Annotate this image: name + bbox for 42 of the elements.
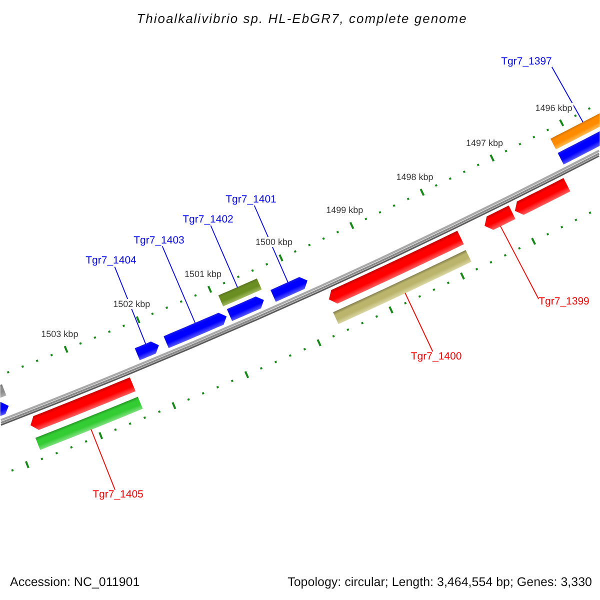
gene-bar xyxy=(218,278,262,306)
footer-text: Topology: circular; Length: 3,464,554 bp; Genes: 3,330 xyxy=(288,575,592,589)
gene-block xyxy=(328,230,464,304)
leader-line xyxy=(210,225,238,288)
gene-block xyxy=(226,296,264,322)
gene-block xyxy=(484,206,516,230)
scale-label: 1497 kbp xyxy=(464,138,504,148)
gene-bar xyxy=(550,113,600,150)
scale-label: 1498 kbp xyxy=(395,172,434,182)
leader-line xyxy=(500,226,540,300)
scale-label: 1496 kbp xyxy=(534,102,574,113)
gene-bar xyxy=(558,131,600,165)
gene-block xyxy=(134,342,159,360)
gene-label: Tgr7_1405 xyxy=(92,490,144,501)
scale-label: 1500 kbp xyxy=(254,237,294,248)
gene-label: Tgr7_1402 xyxy=(182,214,234,226)
scale-label: 1499 kbp xyxy=(325,205,364,216)
diagram-title: Thioalkalivibrio sp. HL-EbGR7, complete genome xyxy=(136,11,468,26)
gene-block xyxy=(164,312,227,348)
gene-block xyxy=(30,377,136,430)
gene-label: Tgr7_1403 xyxy=(134,235,184,246)
gene-block xyxy=(0,402,9,416)
scale-label: 1503 kbp xyxy=(40,328,80,338)
gene-bar xyxy=(333,250,472,324)
scale-label: 1502 kbp xyxy=(112,299,152,310)
gene-label: Tgr7_1399 xyxy=(538,296,590,308)
gene-block xyxy=(270,277,308,302)
leader-line xyxy=(162,246,196,324)
gene-block xyxy=(514,178,570,215)
gene-label: Tgr7_1404 xyxy=(86,256,136,267)
gene-label: Tgr7_1397 xyxy=(501,56,552,67)
footer-text: Accession: NC_011901 xyxy=(10,575,140,589)
gene-label: Tgr7_1400 xyxy=(410,352,462,362)
gene-bar xyxy=(0,384,6,398)
scale-label: 1501 kbp xyxy=(183,268,223,279)
leader-line xyxy=(404,292,434,352)
leader-line xyxy=(114,266,146,344)
leader-line xyxy=(90,429,116,490)
gene-label: Tgr7_1401 xyxy=(226,194,276,206)
leader-line xyxy=(254,205,288,283)
gene-bar xyxy=(35,396,143,450)
leader-line xyxy=(551,66,584,123)
